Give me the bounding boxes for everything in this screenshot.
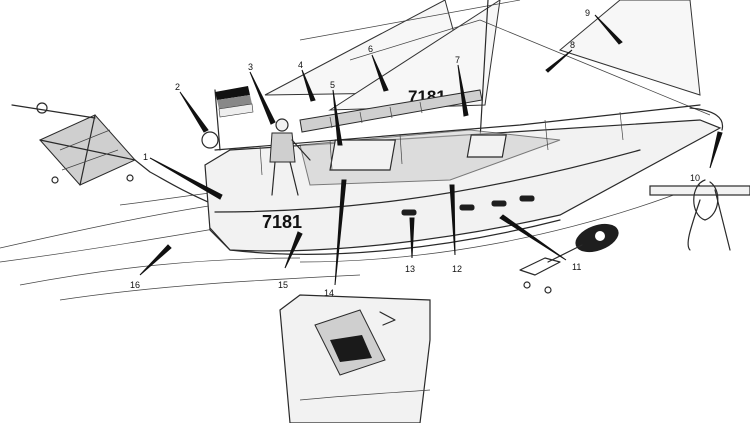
drogue-sea-anchor <box>11 102 216 206</box>
crew-figure <box>269 118 311 196</box>
hull: 7181 <box>204 104 724 255</box>
leader-4 <box>301 69 316 102</box>
callout-15: 15 <box>278 280 288 290</box>
leader-16 <box>139 244 172 276</box>
leader-3 <box>249 71 276 125</box>
callout-5: 5 <box>330 80 335 90</box>
leader-5 <box>332 89 343 146</box>
transom-number: 7181 <box>262 212 302 232</box>
knot-detail <box>649 179 750 251</box>
callout-6: 6 <box>368 44 373 54</box>
leader-11 <box>499 214 567 261</box>
callout-13: 13 <box>405 264 415 274</box>
callout-16: 16 <box>130 280 140 290</box>
leader-10 <box>709 131 723 169</box>
leader-12 <box>449 184 456 256</box>
leader-15 <box>284 231 303 269</box>
callout-4: 4 <box>298 60 303 70</box>
callout-3: 3 <box>248 62 253 72</box>
leader-2 <box>179 91 209 133</box>
leader-13 <box>409 217 415 259</box>
leader-1 <box>149 157 223 200</box>
callout-2: 2 <box>175 82 180 92</box>
staysail <box>558 0 701 96</box>
callout-labels: 1 2 3 4 5 6 7 8 9 10 11 12 13 14 15 16 <box>130 8 700 298</box>
callout-12: 12 <box>452 264 462 274</box>
callout-7: 7 <box>455 55 460 65</box>
deck-block <box>519 223 619 294</box>
leader-8 <box>545 49 573 73</box>
ensign-flag <box>214 86 254 151</box>
leader-6 <box>371 54 389 92</box>
sails: 7181 <box>264 0 701 111</box>
callout-1: 1 <box>143 152 148 162</box>
lifebuoy-icon <box>201 131 219 149</box>
leader-7 <box>457 64 469 117</box>
callout-14: 14 <box>324 288 334 298</box>
callout-10: 10 <box>690 173 700 183</box>
callout-8: 8 <box>570 40 575 50</box>
leader-14 <box>334 179 347 286</box>
boom <box>299 89 483 133</box>
water-wake <box>0 184 701 301</box>
leader-9 <box>594 14 623 45</box>
callout-9: 9 <box>585 8 590 18</box>
inset-detail <box>279 294 431 423</box>
callout-leaders <box>139 14 723 286</box>
callout-11: 11 <box>572 262 581 272</box>
